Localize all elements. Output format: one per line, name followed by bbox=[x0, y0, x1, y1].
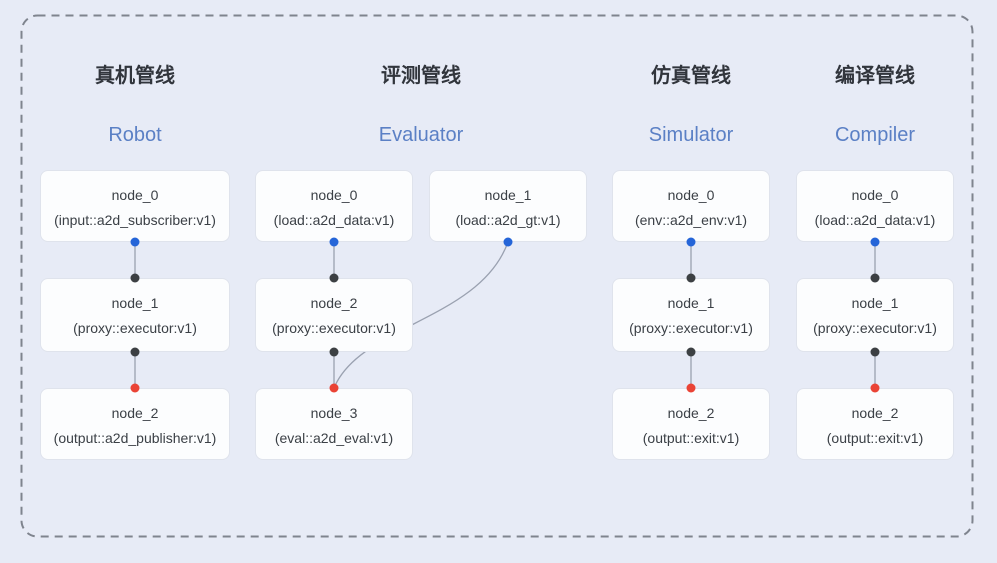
node-title: node_0 bbox=[111, 187, 159, 203]
node-box-robot-node0: node_0 (input::a2d_subscriber:v1) bbox=[40, 170, 230, 242]
node-box-robot-node1: node_1 (proxy::executor:v1) bbox=[40, 278, 230, 352]
header-robot-en: Robot bbox=[108, 124, 162, 146]
header-compiler-en: Compiler bbox=[834, 124, 916, 146]
node-spec: (load::a2d_data:v1) bbox=[814, 212, 936, 228]
node-box-evaluator-node0: node_0 (load::a2d_data:v1) bbox=[255, 170, 413, 242]
node-spec: (proxy::executor:v1) bbox=[272, 320, 396, 336]
node-box-compiler-node2: node_2 (output::exit:v1) bbox=[796, 388, 954, 460]
node-title: node_2 bbox=[851, 405, 899, 421]
node-spec: (env::a2d_env:v1) bbox=[634, 212, 748, 228]
node-spec: (output::exit:v1) bbox=[826, 430, 924, 446]
node-title: node_1 bbox=[851, 295, 899, 311]
node-box-simulator-node2: node_2 (output::exit:v1) bbox=[612, 388, 770, 460]
node-spec: (eval::a2d_eval:v1) bbox=[274, 430, 394, 446]
node-title: node_0 bbox=[310, 187, 358, 203]
header-simulator-en: Simulator bbox=[648, 124, 734, 146]
node-title: node_0 bbox=[667, 187, 715, 203]
header-robot-zh: 真机管线 bbox=[95, 65, 175, 87]
node-spec: (output::a2d_publisher:v1) bbox=[53, 430, 217, 446]
node-spec: (input::a2d_subscriber:v1) bbox=[54, 212, 216, 228]
node-spec: (load::a2d_gt:v1) bbox=[455, 212, 561, 228]
node-spec: (proxy::executor:v1) bbox=[73, 320, 197, 336]
node-title: node_1 bbox=[484, 187, 532, 203]
node-box-simulator-node1: node_1 (proxy::executor:v1) bbox=[612, 278, 770, 352]
node-title: node_2 bbox=[111, 405, 159, 421]
node-box-evaluator-node2: node_2 (proxy::executor:v1) bbox=[255, 278, 413, 352]
header-simulator-zh: 仿真管线 bbox=[651, 65, 731, 87]
node-title: node_3 bbox=[310, 405, 358, 421]
node-spec: (load::a2d_data:v1) bbox=[273, 212, 395, 228]
node-title: node_0 bbox=[851, 187, 899, 203]
node-box-compiler-node1: node_1 (proxy::executor:v1) bbox=[796, 278, 954, 352]
node-title: node_1 bbox=[111, 295, 159, 311]
node-box-robot-node2: node_2 (output::a2d_publisher:v1) bbox=[40, 388, 230, 460]
header-compiler-zh: 编译管线 bbox=[835, 65, 915, 87]
node-title: node_2 bbox=[310, 295, 358, 311]
node-box-compiler-node0: node_0 (load::a2d_data:v1) bbox=[796, 170, 954, 242]
header-evaluator-en: Evaluator bbox=[378, 124, 464, 146]
header-evaluator-zh: 评测管线 bbox=[381, 65, 461, 87]
node-spec: (proxy::executor:v1) bbox=[629, 320, 753, 336]
node-spec: (proxy::executor:v1) bbox=[813, 320, 937, 336]
node-title: node_2 bbox=[667, 405, 715, 421]
node-box-evaluator-node3: node_3 (eval::a2d_eval:v1) bbox=[255, 388, 413, 460]
node-spec: (output::exit:v1) bbox=[642, 430, 740, 446]
node-box-evaluator-node1: node_1 (load::a2d_gt:v1) bbox=[429, 170, 587, 242]
node-box-simulator-node0: node_0 (env::a2d_env:v1) bbox=[612, 170, 770, 242]
node-title: node_1 bbox=[667, 295, 715, 311]
